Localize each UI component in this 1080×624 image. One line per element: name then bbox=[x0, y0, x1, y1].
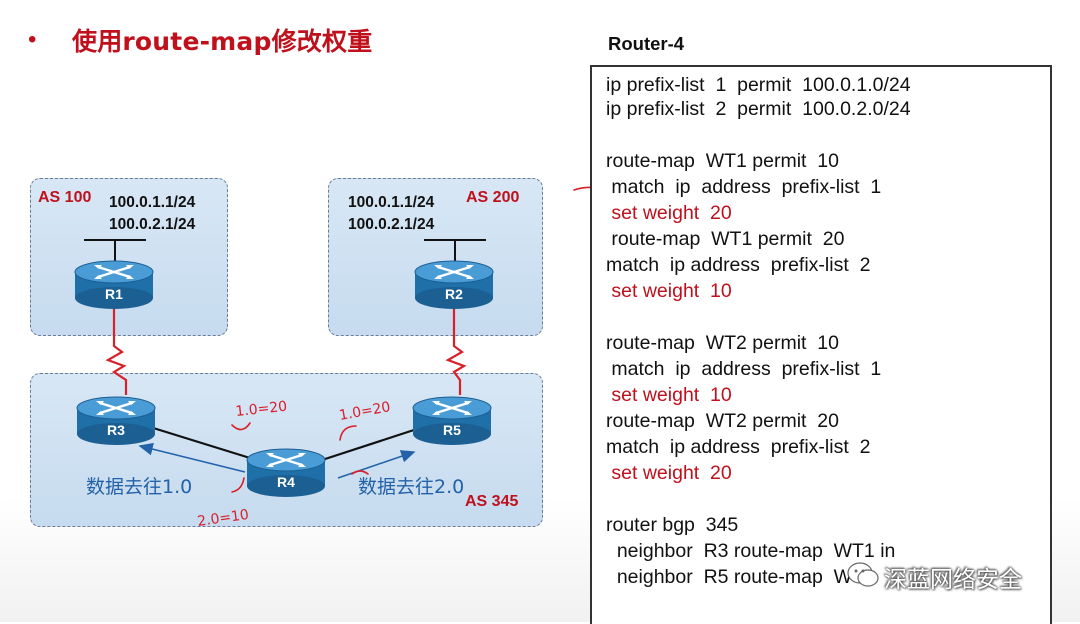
config-line: set weight 20 bbox=[606, 202, 732, 224]
config-line: ip prefix-list 2 permit 100.0.2.0/24 bbox=[606, 98, 911, 120]
lan-drop-r1 bbox=[114, 239, 116, 264]
router-r4-label: R4 bbox=[277, 474, 295, 490]
router-icon bbox=[74, 260, 154, 309]
config-line: route-map WT2 permit 20 bbox=[606, 410, 839, 432]
slide-title-row: • 使用route-map修改权重 bbox=[28, 22, 372, 58]
watermark-text: 深蓝网络安全 bbox=[884, 567, 1022, 593]
router-icon bbox=[412, 396, 492, 445]
router-r3: R3 bbox=[76, 396, 156, 446]
config-line: neighbor R3 route-map WT1 in bbox=[606, 540, 896, 562]
router-r5-label: R5 bbox=[443, 422, 461, 438]
bullet: • bbox=[28, 26, 37, 53]
traffic-label-right: 数据去往2.0 bbox=[358, 476, 465, 498]
link-r3-r4 bbox=[149, 425, 251, 460]
router-icon bbox=[76, 396, 156, 445]
as100-label: AS 100 bbox=[38, 189, 92, 206]
config-line: match ip address prefix-list 2 bbox=[606, 254, 871, 276]
router-r2-label: R2 bbox=[445, 286, 463, 302]
config-line: set weight 20 bbox=[606, 462, 732, 484]
config-line: route-map WT1 permit 10 bbox=[606, 150, 839, 172]
as100-ip-2: 100.0.2.1/24 bbox=[109, 216, 196, 233]
router-r4: R4 bbox=[246, 448, 326, 498]
config-line: match ip address prefix-list 1 bbox=[606, 358, 882, 380]
link-r4-r5 bbox=[321, 426, 421, 462]
hand-note-1: 1.0=20 bbox=[235, 399, 288, 420]
hand-arc-3 bbox=[231, 477, 245, 493]
router-r5: R5 bbox=[412, 396, 492, 446]
hand-arc-2 bbox=[339, 425, 357, 441]
router-r1-label: R1 bbox=[105, 286, 123, 302]
as100-area bbox=[30, 178, 228, 336]
as200-ip-2: 100.0.2.1/24 bbox=[348, 216, 435, 233]
config-line: route-map WT1 permit 20 bbox=[606, 228, 845, 250]
router-icon bbox=[246, 448, 326, 497]
router-icon bbox=[414, 260, 494, 309]
wechat-icon bbox=[847, 562, 879, 587]
config-line: ip prefix-list 1 permit 100.0.1.0/24 bbox=[606, 74, 911, 96]
config-line: set weight 10 bbox=[606, 280, 732, 302]
router-r2: R2 bbox=[414, 260, 494, 310]
hand-arc-4 bbox=[351, 470, 369, 475]
config-line: router bgp 345 bbox=[606, 514, 739, 536]
config-line: route-map WT2 permit 10 bbox=[606, 332, 839, 354]
hand-arc-1 bbox=[231, 422, 251, 431]
traffic-arrow-right bbox=[337, 450, 416, 479]
slide-title: 使用route-map修改权重 bbox=[72, 27, 373, 56]
hand-note-2: 1.0=20 bbox=[338, 399, 392, 424]
config-line: neighbor R5 route-map WT2 bbox=[606, 566, 875, 588]
config-heading: Router-4 bbox=[608, 33, 685, 54]
router-r3-label: R3 bbox=[107, 422, 125, 438]
as200-ip-1: 100.0.1.1/24 bbox=[348, 194, 435, 211]
config-line: set weight 10 bbox=[606, 384, 732, 406]
as200-area bbox=[328, 178, 543, 336]
router-r1: R1 bbox=[74, 260, 154, 310]
serial-link-r2-r5 bbox=[445, 308, 467, 395]
as100-ip-1: 100.0.1.1/24 bbox=[109, 194, 196, 211]
config-line: match ip address prefix-list 1 bbox=[606, 176, 882, 198]
traffic-label-left: 数据去往1.0 bbox=[86, 476, 193, 498]
hand-note-3: 2.0=10 bbox=[196, 507, 250, 530]
as200-label: AS 200 bbox=[466, 189, 520, 206]
serial-link-r1-r3 bbox=[105, 308, 128, 395]
lan-drop-r2 bbox=[454, 239, 456, 264]
as345-label: AS 345 bbox=[465, 493, 519, 510]
traffic-arrow-left bbox=[138, 442, 246, 473]
config-line: match ip address prefix-list 2 bbox=[606, 436, 871, 458]
